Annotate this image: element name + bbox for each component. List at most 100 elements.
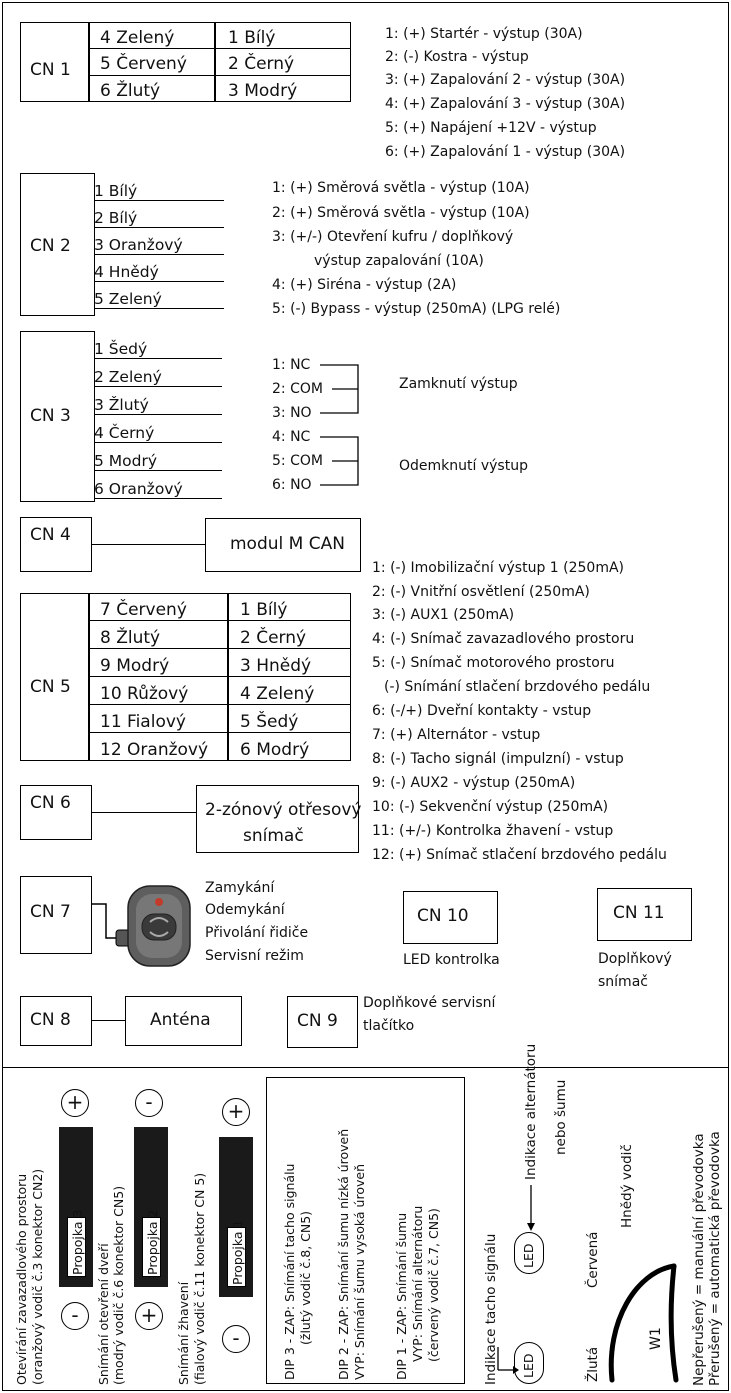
cn3-pin: 4: NC [272,429,311,445]
shock-sensor-label: snímač [243,826,304,846]
cn1-label: CN 1 [30,60,71,80]
led-alternator-text: LED [521,1243,536,1269]
cn7-label: CN 7 [30,902,71,922]
cn5-desc: 8: (-) Tacho signál (impulzní) - vstup [372,751,624,767]
cn2-desc: 2: (+) Směrová světla - výstup (10A) [272,205,530,221]
cn10-label: CN 10 [417,906,469,926]
automatic-gearbox-note: Přerušený = automatická převodovka [707,1131,723,1386]
cn5-desc: 1: (-) Imobilizační výstup 1 (250mA) [372,560,625,576]
cn1-desc: 5: (+) Napájení +12V - výstup [385,120,597,136]
cn2-wire: 2 Bílý [94,209,224,228]
cn9-label: CN 9 [297,1011,338,1031]
antenna-label: Anténa [150,1010,211,1030]
cn5-row-line [88,732,351,734]
cn11-connector [597,888,692,941]
cn3-pin: 3: NO [272,405,312,421]
jumper-2-label-box [142,1217,161,1277]
cn1-desc: 3: (+) Zapalování 2 - výstup (30A) [385,72,626,88]
manual-gearbox-note: Nepřerušený = manuální převodovka [691,1133,707,1386]
plus-symbol: + [61,1089,89,1117]
cn5-desc: 5: (-) Snímač motorového prostoru [372,655,615,671]
cn11-label: CN 11 [613,903,665,923]
cn2-wire: 4 Hnědý [94,263,224,282]
remote-function: Zamykání [205,880,275,896]
antenna-box [125,996,242,1046]
cn5-desc: 12: (+) Snímač stlačení brzdového pedálu [372,847,667,863]
cn5-wire: 10 Růžový [100,684,189,704]
cn3-lock-output: Zamknutí výstup [399,376,518,392]
jumper-1-label: Propojka 1 [230,1219,245,1286]
cn1-desc: 6: (+) Zapalování 1 - výstup (30A) [385,144,626,160]
cn7-connector [20,876,92,954]
cn2-desc: 5: (-) Bypass - výstup (250mA) (LPG relé… [272,301,561,317]
cn4-connector [20,517,92,572]
cn5-wire: 9 Modrý [100,656,170,676]
cn2-wire: 1 Bílý [94,182,224,201]
cn1-wire: 2 Černý [228,54,295,74]
jumper1-desc: Snímání žhavení [176,1281,191,1385]
cn2-desc: 1: (+) Směrová světla - výstup (10A) [272,180,530,196]
cn3-pin: 1: NC [272,357,311,373]
cn3-unlock-output: Odemknutí výstup [399,458,528,474]
led-alternator-icon [514,1232,544,1274]
dip1-desc: VYP: Snímání alternátoru [410,1205,425,1362]
cn5-desc: 4: (-) Snímač zavazadlového prostoru [372,631,635,647]
cn3-wire: 3 Žlutý [94,396,222,415]
w1-wire-loop [608,1263,679,1383]
cn11-caption: snímač [598,974,648,990]
cn5-desc: 10: (-) Sekvenční výstup (250mA) [372,799,609,815]
cn1-wire: 6 Žlutý [100,81,161,101]
cn2-desc: 4: (+) Siréna - výstup (2A) [272,277,457,293]
jumper1-desc: (fialový vodič č.11 konektor CN 5) [192,1172,207,1385]
cn11-caption: Doplňkový [598,951,672,967]
jumper2-desc: (modrý vodič č.6 konektor CN5) [111,1185,126,1385]
cn3-connector [20,331,95,502]
section-separator [2,1067,729,1068]
plus-symbol: + [135,1302,163,1330]
remote-function: Přivolání řidiče [205,925,309,941]
remote-key-icon [92,885,191,967]
cn8-label: CN 8 [30,1010,71,1030]
cn1-wire: 5 Červený [100,54,187,74]
cn9-caption: Doplňkové servisní [363,995,496,1011]
cn1-divider [88,22,90,102]
cn5-desc: 3: (-) AUX1 (250mA) [372,607,515,623]
dip-switch-box [266,1077,465,1384]
cn1-desc: 1: (+) Startér - výstup (30A) [385,26,583,42]
cn5-desc: 6: (-/+) Dveřní kontakty - vstup [372,703,592,719]
cn3-pin: 6: NO [272,477,312,493]
brown-wire-label: Hnědý vodič [619,1144,635,1228]
cn9-caption: tlačítko [363,1018,415,1034]
remote-function: Odemykání [205,902,285,918]
cn5-row-line [88,704,351,706]
remote-function: Servisní režim [205,948,304,964]
cn3-pin: 5: COM [272,453,323,469]
cn1-desc: 2: (-) Kostra - výstup [385,49,529,65]
cn3-label: CN 3 [30,406,71,426]
cn6-connector [20,785,92,840]
jumper-2-label: Propojka 2 [145,1209,160,1276]
cn5-desc: (-) Snímání stlačení brzdového pedálu [384,679,651,695]
dip1-desc: (červený vodič č.7, CN5) [426,1208,441,1362]
cn8-connector [20,996,92,1046]
cn5-desc: 11: (+/-) Kontrolka žhavení - vstup [372,823,614,839]
cn2-wire: 3 Oranžový [94,236,224,255]
plus-symbol: + [222,1098,250,1126]
jumper-3-label-box [67,1217,86,1277]
cn9-connector [287,996,358,1048]
cn5-row-line [88,620,351,622]
cn5-wire: 8 Žlutý [100,628,161,648]
cn3-bracket [320,364,359,486]
w1-label: W1 [648,1327,664,1350]
dip1-desc: DIP 1 - ZAP: Snímání šumu [394,1212,409,1380]
cn6-wire [92,812,196,814]
dip2-desc: VYP: Snímání šumu vysoká úroveň [352,1163,367,1380]
minus-symbol: - [222,1325,250,1353]
jumper3-desc: (oranžový vodič č.3 konektor CN2) [30,1168,45,1385]
can-module [205,518,361,572]
cn5-wire: 6 Modrý [240,740,310,760]
jumper-3-label: Propojka 3 [70,1209,85,1276]
led-tacho-text: LED [521,1353,536,1379]
cn5-desc: 2: (-) Vnitřní osvětlení (250mA) [372,584,590,600]
